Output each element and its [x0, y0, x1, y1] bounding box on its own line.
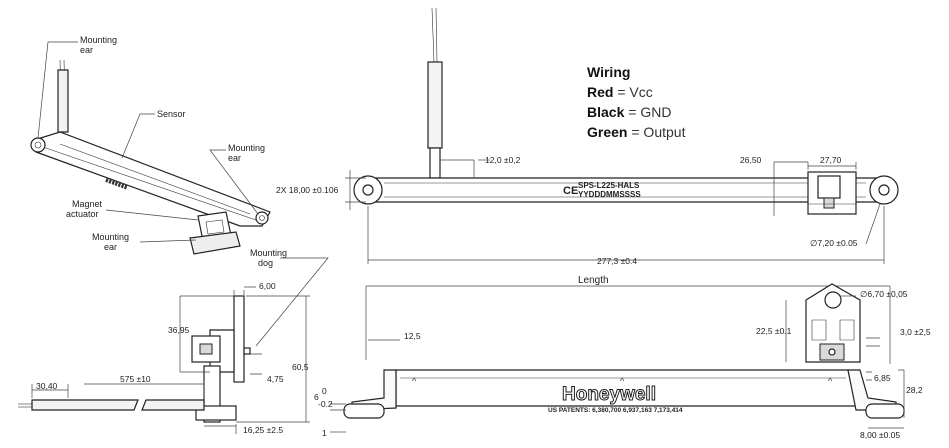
wiring-legend: Wiring Red = Vcc Black = GND Green = Out… [587, 62, 685, 142]
dim-605: 60,5 [292, 362, 309, 372]
dim-1625: 16,25 ±2.5 [243, 425, 283, 435]
dim-30: 3,0 ±2,5 [900, 327, 931, 337]
dim-0: 0 [322, 386, 327, 396]
svg-text:^: ^ [620, 376, 625, 386]
dim-282: 28,2 [906, 385, 923, 395]
wire-color-red: Red [587, 84, 614, 100]
dim-225: 22,5 ±0.1 [756, 326, 792, 336]
side-view-dimensions: 6,00 36,95 60,5 4,75 30,40 575 ±10 16,25… [31, 281, 310, 435]
dim-600: 6,00 [259, 281, 276, 291]
dim-length: Length [578, 275, 609, 286]
wire-function-gnd: = GND [628, 104, 672, 120]
svg-text:^: ^ [828, 376, 833, 386]
dim-2770: 27,70 [820, 155, 842, 165]
dim-575: 575 ±10 [120, 374, 151, 384]
marking-line-1: SPS-L225-HALS [578, 181, 640, 190]
top-view [353, 7, 899, 215]
patent-text: US PATENTS: 6,380,700 6,937,163 7,173,41… [548, 407, 683, 414]
wire-function-vcc: = Vcc [617, 84, 653, 100]
front-view-dimensions: Length ∅6,70 ±0,05 12,5 22,5 ±0.1 3,0 ±2… [314, 275, 931, 440]
front-view: ^ ^ ^ [343, 283, 905, 419]
svg-text:^: ^ [412, 376, 417, 386]
dim-3695: 36,95 [168, 325, 190, 335]
dim-wire-offset: 12,0 ±0,2 [485, 155, 521, 165]
brand-logo: Honeywell [562, 384, 656, 405]
wire-color-black: Black [587, 104, 625, 120]
isometric-view: ▮▮▮▮▮▮▮ [30, 59, 271, 255]
dim-1: 1 [322, 428, 327, 438]
dim-height: 2X 18,00 ±0.106 [276, 185, 339, 195]
wire-color-green: Green [587, 124, 628, 140]
dim-hole-dia: ∅7,20 ±0.05 [810, 238, 858, 248]
dim-800: 8,00 ±0.05 [860, 430, 900, 440]
wire-function-output: = Output [631, 124, 686, 140]
marking-line-2: YYDDDMMSSSS [578, 190, 641, 199]
wiring-row-green: Green = Output [587, 122, 685, 142]
wiring-title: Wiring [587, 64, 631, 80]
dim-685: 6,85 [874, 373, 891, 383]
wiring-row-black: Black = GND [587, 102, 685, 122]
dim-overall-length: 277,3 ±0.4 [597, 256, 637, 266]
label-sensor: Sensor [157, 109, 186, 119]
dim-6: 6 [314, 392, 319, 402]
dim-3040: 30,40 [36, 381, 58, 391]
ce-mark: CE [563, 185, 578, 197]
side-view [18, 295, 251, 423]
dim-125: 12,5 [404, 331, 421, 341]
wiring-row-red: Red = Vcc [587, 82, 685, 102]
dim-hole-dia-front: ∅6,70 ±0,05 [860, 289, 908, 299]
dim-minus-02: -0.2 [318, 399, 333, 409]
top-view-dimensions: 2X 18,00 ±0.106 12,0 ±0,2 26,50 27,70 ∅7… [276, 155, 885, 266]
dim-2650: 26,50 [740, 155, 762, 165]
dim-475: 4,75 [267, 374, 284, 384]
